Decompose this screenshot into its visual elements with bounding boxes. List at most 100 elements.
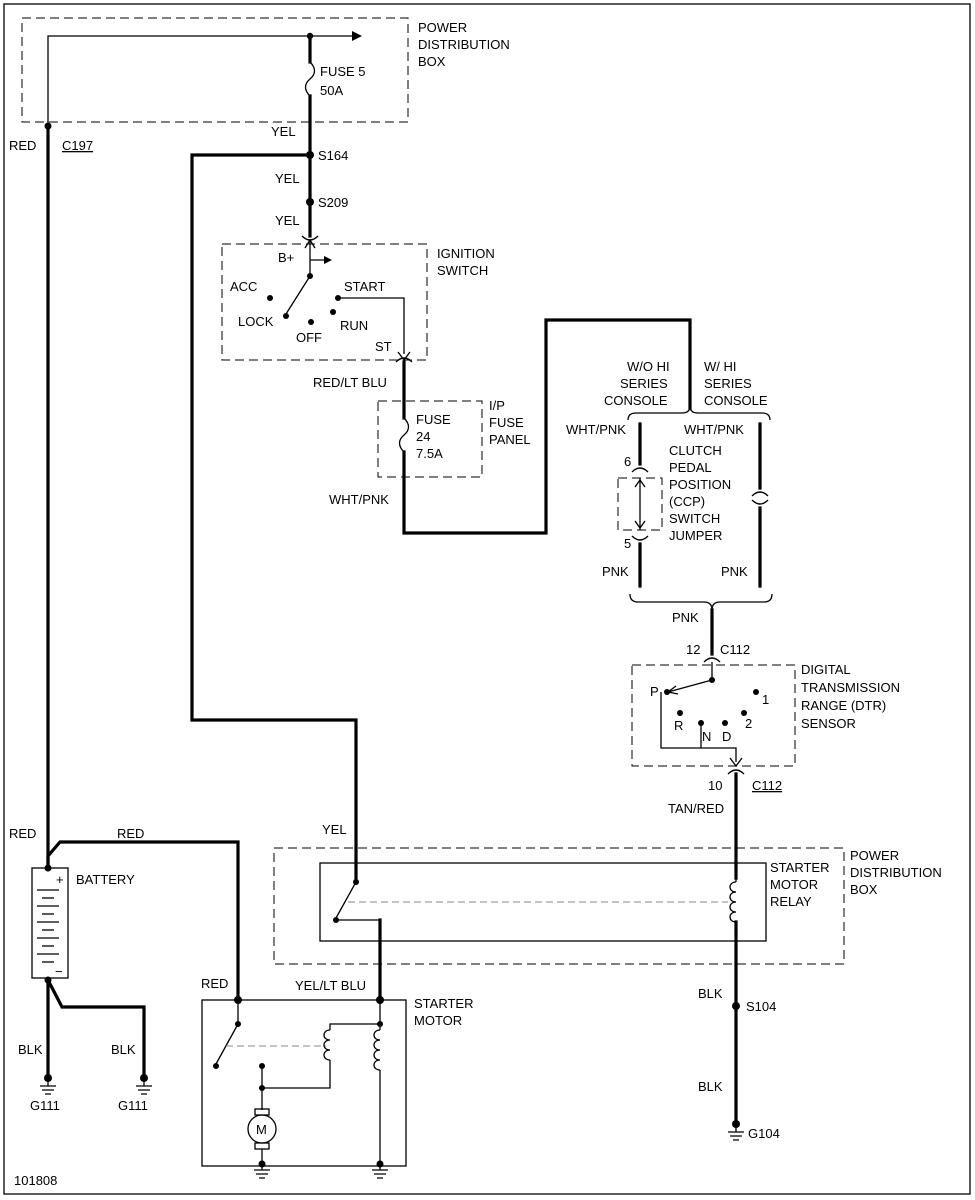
red-label-starter: RED (201, 976, 228, 991)
switch-wiper (285, 275, 311, 315)
battery-label: BATTERY (76, 872, 135, 887)
lock-contact (283, 313, 289, 319)
dtr-1-contact (753, 689, 759, 695)
c112-pin10-connector-icon (727, 769, 745, 775)
console-with-hi-line3: CONSOLE (704, 393, 768, 408)
ip-fuse-panel-label-line3: PANEL (489, 432, 531, 447)
motor-ground-icon (254, 1164, 270, 1179)
c197-label: C197 (62, 138, 93, 153)
off-label: OFF (296, 330, 322, 345)
s104-label: S104 (746, 999, 776, 1014)
hold-in-coil-icon (373, 1029, 381, 1071)
acc-contact (267, 295, 273, 301)
dtr-label-line3: RANGE (DTR) (801, 698, 886, 713)
run-label: RUN (340, 318, 368, 333)
starter-switch-bottom (213, 1063, 219, 1069)
yel-label-1: YEL (271, 124, 296, 139)
g111-ground-icon-2 (136, 1078, 152, 1095)
power-distribution-box-outline (21, 17, 409, 123)
ccp-pin5-label: 5 (624, 536, 631, 551)
s104-splice (732, 1002, 740, 1010)
red-label-starter-cable: RED (117, 826, 144, 841)
pnk-label-right: PNK (721, 564, 748, 579)
ccp-label-line2: PEDAL (669, 460, 712, 475)
ccp-switch-jumper: CLUTCH PEDAL POSITION (CCP) SWITCH JUMPE… (617, 443, 731, 543)
solenoid-ground-icon (372, 1164, 388, 1179)
dtr-d-label: D (722, 729, 731, 744)
wht-pnk-main-wire (402, 318, 692, 535)
bus-arrow-icon (352, 31, 362, 41)
console-option-bracket (627, 405, 771, 421)
pull-in-coil-icon (323, 1029, 331, 1061)
s209-splice (306, 198, 314, 206)
st-label: ST (375, 339, 392, 354)
ccp-pin5-connector-icon (631, 535, 649, 541)
wht-pnk-label-1: WHT/PNK (329, 492, 389, 507)
starter-motor: STARTER MOTOR M (201, 996, 473, 1179)
dtr-d-contact (722, 720, 728, 726)
yel-relay-label: YEL (322, 822, 347, 837)
motor-brush-bottom (254, 1142, 270, 1150)
solenoid-feed (329, 1000, 381, 1030)
motor-m-symbol: M (256, 1122, 267, 1137)
dtr-park-neutral-path (660, 692, 737, 762)
fuse24-number: 24 (416, 429, 430, 444)
starter-motor-label-line1: STARTER (414, 996, 473, 1011)
c112-pin12-connector-icon (703, 657, 721, 663)
power-distribution-box-bottom: POWER DISTRIBUTION BOX STARTER MOTOR REL… (273, 847, 942, 965)
dtr-label-line1: DIGITAL (801, 662, 851, 677)
dtr-sensor: 12 C112 P R N D 2 1 DIGITAL TRANSMISSION… (631, 642, 900, 793)
starter-motor-label-line2: MOTOR (414, 1013, 462, 1028)
yel-relay-wire (190, 153, 358, 882)
ccp-label-line1: CLUTCH (669, 443, 722, 458)
g111-label-1: G111 (30, 1098, 60, 1113)
red-wire-label-top: RED (9, 138, 36, 153)
fuse5-name: FUSE 5 (320, 64, 366, 79)
pdb-label-line1: POWER (418, 20, 467, 35)
dtr-output-arrow-icon (729, 757, 743, 768)
battery-minus-symbol: − (55, 964, 63, 979)
dtr-p-contact (664, 689, 670, 695)
red-lt-blu-label: RED/LT BLU (313, 375, 387, 390)
ccp-jumper-top-arrow-icon (634, 478, 646, 488)
start-internal-wire (338, 297, 405, 354)
starter-switch-arm (215, 1023, 239, 1065)
dtr-pin10-label: 10 (708, 778, 722, 793)
starter-motor-outline (201, 999, 407, 1167)
motor-feed-junction (259, 1085, 265, 1091)
blk-label-g111-1: BLK (18, 1042, 43, 1057)
c112-label-bottom: C112 (752, 778, 782, 793)
pdb-bottom-label-line2: DISTRIBUTION (850, 865, 942, 880)
s209-label: S209 (318, 195, 348, 210)
fuse5-symbol-icon (304, 61, 316, 97)
blk-label-g111-2: BLK (111, 1042, 136, 1057)
dtr-r-label: R (674, 718, 683, 733)
pdb-bottom-label-line1: POWER (850, 848, 899, 863)
battery-plus-symbol: + (56, 872, 64, 887)
power-distribution-box-top: POWER DISTRIBUTION BOX FUSE 5 50A C197 (21, 17, 510, 153)
right-inline-connector-bottom-icon (751, 499, 769, 505)
console-with-hi-line1: W/ HI (704, 359, 737, 374)
pnk-label-left: PNK (602, 564, 629, 579)
dtr-2-contact (741, 710, 747, 716)
relay-switch-arm (335, 881, 357, 919)
dtr-1-label: 1 (762, 692, 769, 707)
dtr-2-label: 2 (745, 716, 752, 731)
run-contact (330, 309, 336, 315)
red-starter-cable (46, 840, 240, 1002)
ignition-switch-outline (221, 243, 428, 361)
dtr-wiper (667, 679, 713, 693)
ignition-switch-label-line2: SWITCH (437, 263, 488, 278)
red-label-battery: RED (9, 826, 36, 841)
starter-relay-label-line2: MOTOR (770, 877, 818, 892)
ccp-jumper-bottom-arrow-icon (634, 520, 646, 530)
console-with-hi-line2: SERIES (704, 376, 752, 391)
diagram-frame (3, 3, 971, 1195)
dtr-sensor-outline (631, 664, 796, 767)
console-without-hi-line1: W/O HI (627, 359, 670, 374)
battery: + − BATTERY (31, 864, 135, 984)
bplus-arrow-icon (304, 238, 316, 249)
yel-label-2: YEL (275, 171, 300, 186)
lock-label: LOCK (238, 314, 274, 329)
